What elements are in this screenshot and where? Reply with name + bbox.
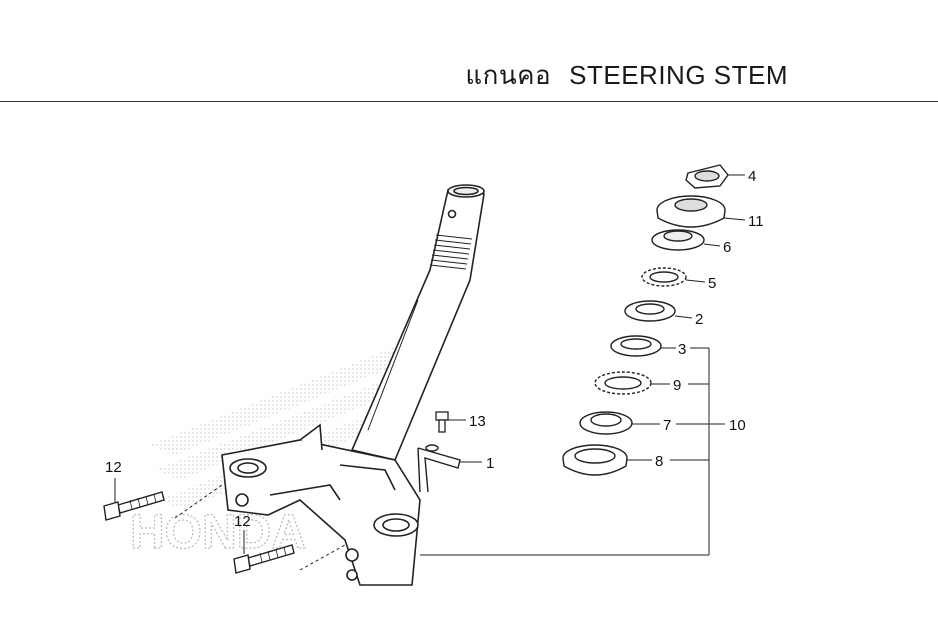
callout-13: 13 — [469, 413, 486, 430]
part-3-dust-seal — [610, 335, 662, 357]
part-5-ball-bearing — [641, 267, 687, 287]
bolt-13 — [435, 411, 449, 433]
part-8-seal — [562, 444, 628, 476]
callout-9: 9 — [673, 377, 681, 394]
part-6-cone-race — [651, 229, 705, 251]
bearing-stack — [562, 164, 729, 476]
leader-lines — [114, 174, 746, 571]
callout-5: 5 — [708, 275, 716, 292]
callout-1: 1 — [486, 455, 494, 472]
callout-10: 10 — [729, 417, 746, 434]
callout-2: 2 — [695, 311, 703, 328]
page-title: แกนคอ STEERING STEM — [465, 55, 788, 96]
title-thai: แกนคอ — [465, 60, 552, 90]
callout-labels: 4 11 6 5 2 3 9 7 8 10 13 1 12 12 — [105, 168, 764, 530]
callout-3: 3 — [678, 341, 686, 358]
callout-4: 4 — [748, 168, 756, 185]
callout-11: 11 — [748, 213, 764, 230]
cable-clip-1 — [417, 444, 461, 493]
title-english: STEERING STEM — [569, 60, 788, 90]
header-divider — [0, 101, 938, 102]
callout-12-lower: 12 — [234, 513, 251, 530]
part-9-ball-bearing — [594, 371, 652, 395]
part-2-outer-race — [624, 300, 676, 322]
steering-stem-tube — [350, 184, 485, 461]
callout-12-upper: 12 — [105, 459, 122, 476]
bolt-12-upper — [103, 491, 165, 521]
bottom-bridge — [221, 423, 421, 586]
part-7-inner-race — [579, 411, 633, 435]
part-4-nut — [685, 164, 729, 189]
callout-7: 7 — [663, 417, 671, 434]
callout-6: 6 — [723, 239, 731, 256]
bolt-12-lower — [233, 544, 295, 574]
part-11-locknut — [656, 195, 726, 228]
callout-8: 8 — [655, 453, 663, 470]
